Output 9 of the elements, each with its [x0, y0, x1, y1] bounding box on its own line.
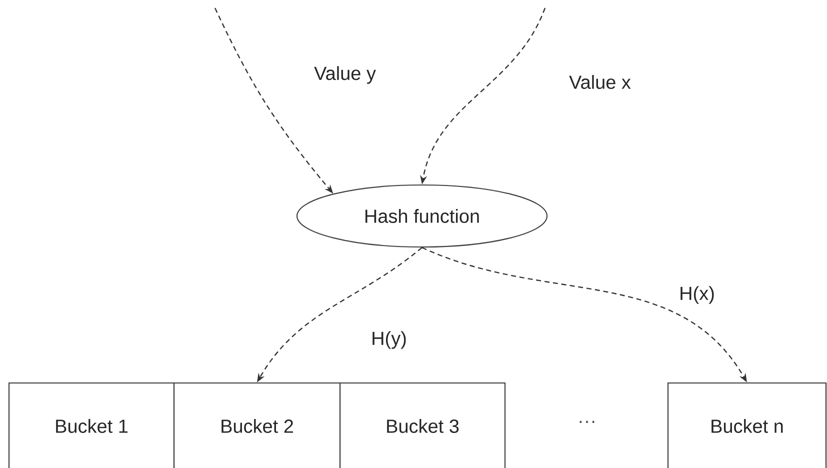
edge-label: H(x)	[678, 285, 716, 305]
bucket-box: Bucket 2	[173, 382, 341, 468]
bucket-box: Bucket n	[667, 382, 827, 468]
edge-label: H(y)	[370, 330, 408, 350]
edge-label: Value x	[568, 74, 632, 90]
edge-label: Value y	[313, 65, 377, 85]
bucket-box: Bucket 1	[8, 382, 175, 468]
ellipsis: ···	[580, 420, 594, 423]
bucket-box: Bucket 3	[339, 382, 506, 468]
